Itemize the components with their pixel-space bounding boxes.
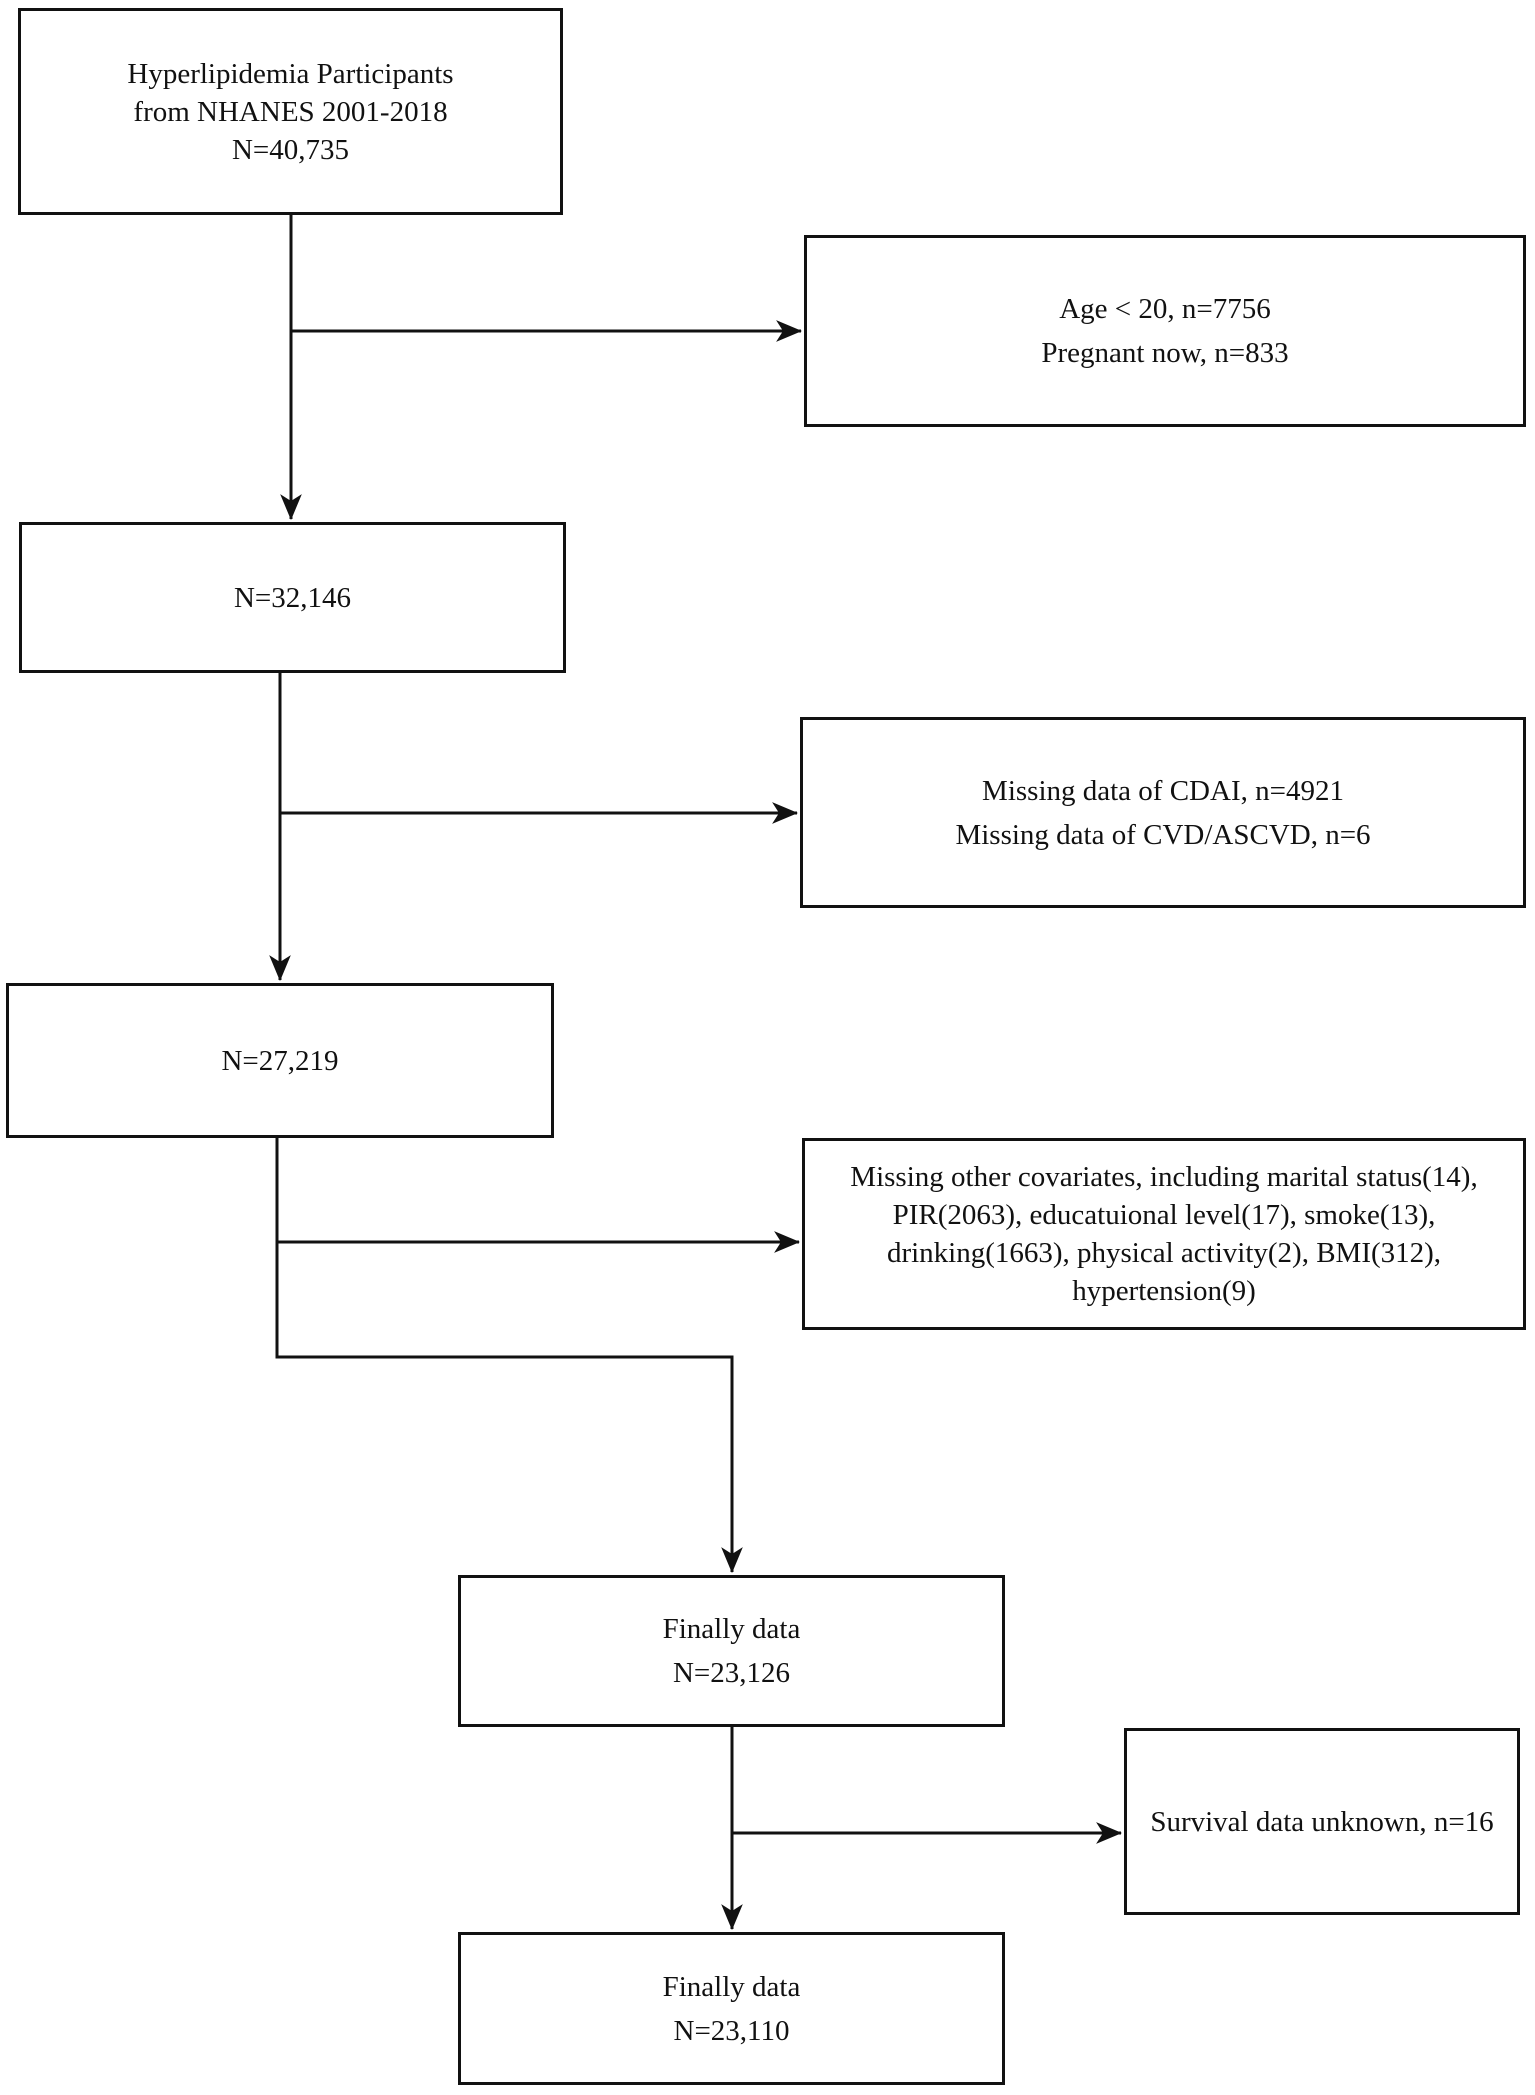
box-text-line: Missing data of CVD/ASCVD, n=6: [955, 818, 1371, 851]
box-text-line: N=27,219: [221, 1044, 339, 1077]
box-source-population: Hyperlipidemia Participants from NHANES 2…: [18, 8, 563, 215]
box-text-line: Finally data: [662, 1970, 801, 2003]
box-text-line: Finally data: [662, 1613, 801, 1645]
box-text-line: Age < 20, n=7756: [1059, 293, 1271, 325]
box-text-line: Survival data unknown, n=16: [1150, 1805, 1494, 1838]
box-excluded-missing-covariates: Missing other covariates, including mari…: [802, 1138, 1526, 1330]
box-text-line: N=23,126: [672, 1657, 791, 1689]
box-text-line: Pregnant now, n=833: [1041, 337, 1289, 369]
box-after-age-exclusion: N=32,146: [19, 522, 566, 673]
box-text-line: hypertension(9): [1072, 1275, 1256, 1307]
arrow-n27219-to-final1: [275, 1138, 743, 1574]
box-text-line: from NHANES 2001-2018: [133, 95, 448, 128]
box-text-line: PIR(2063), educatuional level(17), smoke…: [892, 1199, 1436, 1231]
box-text-line: Hyperlipidemia Participants: [127, 57, 454, 90]
box-after-cdai-exclusion: N=27,219: [6, 983, 554, 1138]
box-text-line: N=40,735: [231, 133, 350, 166]
box-text-line: drinking(1663), physical activity(2), BM…: [886, 1237, 1442, 1269]
box-text-line: N=32,146: [233, 581, 352, 614]
box-text-line: Missing data of CDAI, n=4921: [982, 774, 1344, 807]
box-text-line: N=23,110: [673, 2014, 790, 2047]
box-text-line: Missing other covariates, including mari…: [850, 1161, 1478, 1193]
box-excluded-survival-unknown: Survival data unknown, n=16: [1124, 1728, 1520, 1915]
